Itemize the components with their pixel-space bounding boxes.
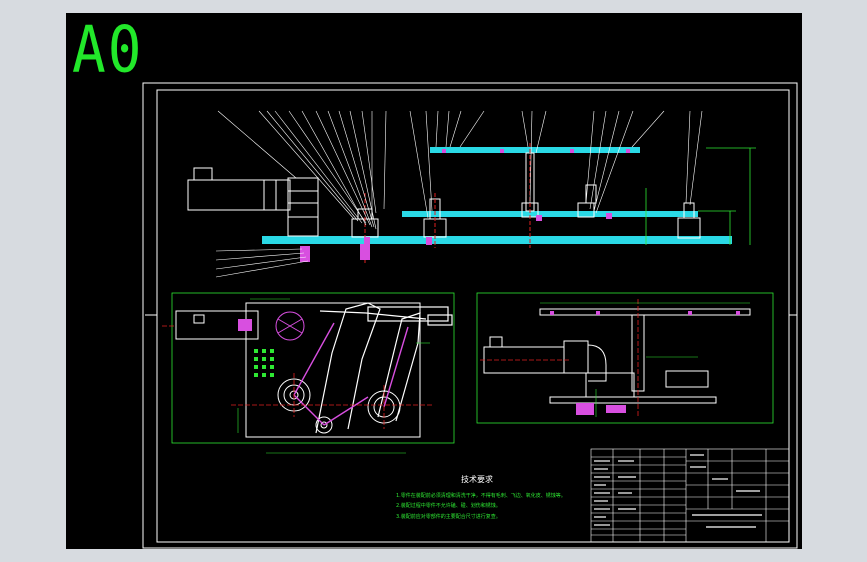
side-base bbox=[549, 396, 717, 404]
bearing-seat-5 bbox=[677, 202, 701, 239]
notes-item-2: 2.装配过程中零件不允许磕、碰、划伤和锈蚀。 bbox=[396, 502, 501, 509]
middle-plate bbox=[402, 211, 698, 217]
gearbox bbox=[287, 177, 319, 237]
drive-links bbox=[293, 322, 409, 426]
pin-marks bbox=[300, 149, 630, 262]
motor-body bbox=[187, 179, 277, 211]
motor-cap bbox=[193, 167, 213, 181]
title-block bbox=[590, 448, 790, 543]
top-plate bbox=[430, 147, 640, 153]
notes-title: 技术要求 bbox=[461, 474, 493, 484]
plan-view-left bbox=[162, 292, 455, 454]
gear-top bbox=[275, 311, 305, 341]
side-outline bbox=[476, 292, 774, 424]
motor-flange bbox=[263, 179, 291, 211]
side-top-plate bbox=[539, 308, 751, 316]
drawing-canvas: 技术要求 1.零件在装配前必须清理和清洗干净，不得有毛刺、飞边、氧化皮、锈蚀等。… bbox=[142, 82, 798, 549]
linkage-arms bbox=[315, 302, 453, 434]
plan-centerlines bbox=[162, 325, 434, 429]
technical-notes: 技术要求 1.零件在装配前必须清理和清洗干净，不得有毛刺、飞边、氧化皮、锈蚀等。… bbox=[396, 474, 566, 520]
plan-outline bbox=[171, 292, 455, 444]
sheet-size-label: A0 bbox=[72, 13, 144, 88]
balloon-leaders bbox=[215, 110, 703, 278]
dimension-lines bbox=[645, 147, 756, 245]
plan-dimensions bbox=[237, 298, 430, 454]
parts-list-text-strokes bbox=[594, 454, 762, 528]
side-view-right bbox=[476, 292, 774, 424]
plan-motor bbox=[175, 310, 259, 340]
notes-item-1: 1.零件在装配前必须清理和清洗干净，不得有毛刺、飞边、氧化皮、锈蚀等。 bbox=[396, 492, 566, 499]
parts-list-rows bbox=[591, 456, 789, 536]
notes-item-3: 3.装配前应对零部件的主要配合尺寸进行复查。 bbox=[396, 513, 501, 520]
pulleys bbox=[277, 378, 401, 434]
slot-holes bbox=[254, 349, 274, 377]
cad-viewport[interactable]: A0 bbox=[66, 13, 802, 549]
base-plate bbox=[262, 236, 732, 244]
top-elevation-view bbox=[187, 110, 756, 278]
drawing-frame-inner bbox=[156, 89, 790, 543]
plan-base bbox=[245, 302, 421, 438]
bearing-seat-1 bbox=[351, 193, 379, 263]
bearing-seat-2 bbox=[423, 193, 447, 248]
